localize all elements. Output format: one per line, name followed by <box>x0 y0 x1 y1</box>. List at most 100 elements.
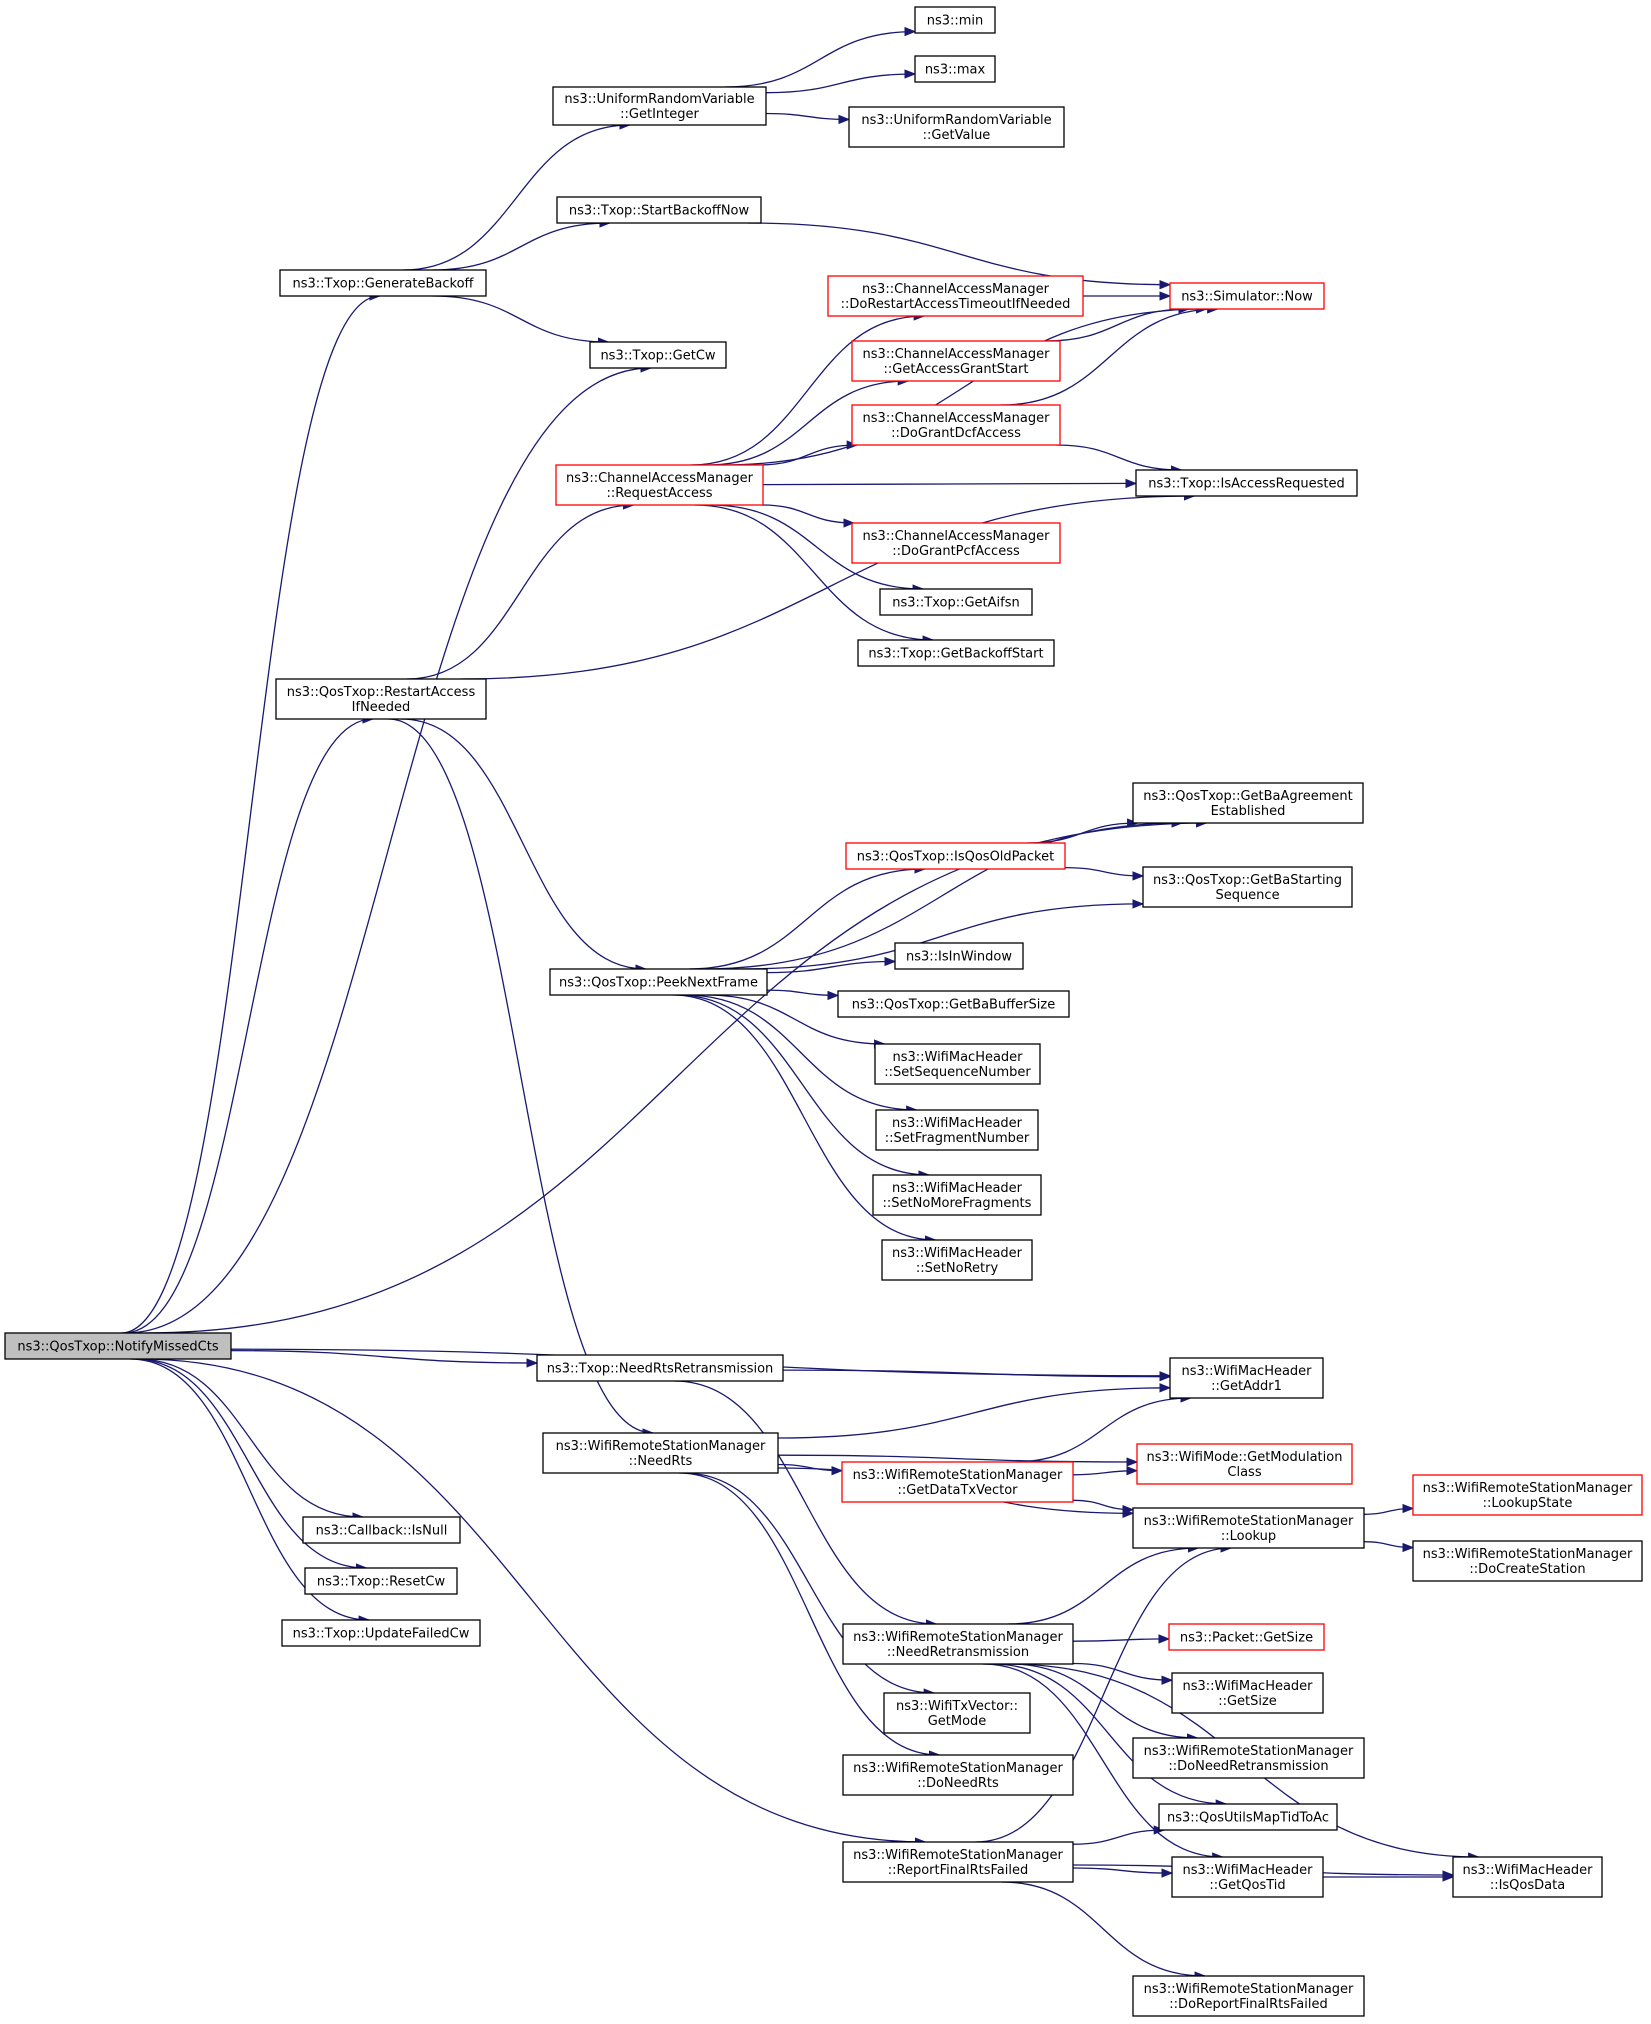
node-label: ns3::WifiMode::GetModulation <box>1147 1450 1343 1465</box>
node-box <box>302 1516 461 1544</box>
edges <box>121 26 1480 1981</box>
node-needRtsRetx[interactable]: ns3::Txop::NeedRtsRetransmission <box>536 1354 784 1382</box>
node-resetCw[interactable]: ns3::Txop::ResetCw <box>304 1567 458 1595</box>
node-label: ns3::ChannelAccessManager <box>566 471 754 486</box>
edge-reqAccess-to-simNow <box>721 304 1208 466</box>
node-setFrag[interactable]: ns3::WifiMacHeader::SetFragmentNumber <box>875 1109 1039 1151</box>
node-startBackoff[interactable]: ns3::Txop::StartBackoffNow <box>556 196 762 224</box>
node-lookup[interactable]: ns3::WifiRemoteStationManager::Lookup <box>1132 1507 1365 1549</box>
node-lookupState[interactable]: ns3::WifiRemoteStationManager::LookupSta… <box>1412 1474 1643 1516</box>
edge-needRetx-to-lookup <box>1008 1543 1200 1625</box>
node-getBaBuf[interactable]: ns3::QosTxop::GetBaBufferSize <box>837 990 1070 1018</box>
node-uniGetVal[interactable]: ns3::UniformRandomVariable::GetValue <box>848 106 1065 148</box>
node-label: ns3::WifiMacHeader <box>1462 1863 1593 1878</box>
node-label: ns3::ChannelAccessManager <box>862 282 1050 297</box>
node-box <box>1168 1623 1325 1651</box>
node-label: ns3::Packet::GetSize <box>1180 1631 1313 1646</box>
node-getCw[interactable]: ns3::Txop::GetCw <box>589 341 727 369</box>
node-label: ns3::WifiMacHeader <box>892 1181 1023 1196</box>
edge-peekNext-to-setFrag <box>684 994 918 1115</box>
node-box <box>281 1619 481 1647</box>
node-label: ::SetNoMoreFragments <box>883 1196 1032 1211</box>
node-genBackoff[interactable]: ns3::Txop::GenerateBackoff <box>279 269 487 297</box>
node-box <box>845 842 1066 870</box>
node-max[interactable]: ns3::max <box>914 55 996 83</box>
node-getAifsn[interactable]: ns3::Txop::GetAifsn <box>879 588 1033 616</box>
node-label: ns3::QosUtilsMapTidToAc <box>1167 1811 1329 1826</box>
node-box <box>1169 1357 1324 1399</box>
node-box <box>842 1841 1074 1883</box>
node-pktGetSize[interactable]: ns3::Packet::GetSize <box>1168 1623 1325 1651</box>
node-isAccessReq[interactable]: ns3::Txop::IsAccessRequested <box>1135 469 1358 497</box>
node-box <box>1169 282 1325 310</box>
nodes: ns3::QosTxop::NotifyMissedCtsns3::Txop::… <box>4 6 1643 2017</box>
edge-needRts-to-getDataTx <box>777 1463 844 1476</box>
node-label: ns3::UniformRandomVariable <box>861 113 1051 128</box>
edge-uniGetInt-to-min <box>724 26 917 88</box>
node-label: ns3::QosTxop::NotifyMissedCts <box>17 1340 218 1355</box>
edge-reportFinal-to-mapTid <box>1072 1825 1166 1845</box>
node-getAddr1[interactable]: ns3::WifiMacHeader::GetAddr1 <box>1169 1357 1324 1399</box>
node-cbIsNull[interactable]: ns3::Callback::IsNull <box>302 1516 461 1544</box>
node-hdrGetSize[interactable]: ns3::WifiMacHeader::GetSize <box>1171 1672 1324 1714</box>
node-simNow[interactable]: ns3::Simulator::Now <box>1169 282 1325 310</box>
edge-reqAccess-to-getBackoffStart <box>694 504 935 645</box>
node-getDataTx[interactable]: ns3::WifiRemoteStationManager::GetDataTx… <box>841 1461 1074 1503</box>
node-box <box>552 86 767 126</box>
node-isQosData[interactable]: ns3::WifiMacHeader::IsQosData <box>1452 1856 1603 1898</box>
edge-needRts-to-getModClass <box>777 1454 1139 1467</box>
node-label: GetMode <box>928 1714 987 1729</box>
node-box <box>536 1354 784 1382</box>
node-doGrantPcf[interactable]: ns3::ChannelAccessManager::DoGrantPcfAcc… <box>851 522 1061 564</box>
edge-needRetx-to-pktGetSize <box>1072 1634 1171 1644</box>
edge-needRetx-to-hdrGetSize <box>1072 1662 1174 1685</box>
node-min[interactable]: ns3::min <box>914 6 996 34</box>
node-doCreate[interactable]: ns3::WifiRemoteStationManager::DoCreateS… <box>1412 1540 1643 1582</box>
node-label: ns3::WifiMacHeader <box>1182 1863 1313 1878</box>
node-setNoRetry[interactable]: ns3::WifiMacHeader::SetNoRetry <box>881 1239 1033 1281</box>
node-isQosOld[interactable]: ns3::QosTxop::IsQosOldPacket <box>845 842 1066 870</box>
node-getQosTid[interactable]: ns3::WifiMacHeader::GetQosTid <box>1171 1856 1324 1898</box>
node-isInWindow[interactable]: ns3::IsInWindow <box>894 942 1024 970</box>
edge-doGrantDcf-to-isAccessReq <box>1056 444 1183 475</box>
node-uniGetInt[interactable]: ns3::UniformRandomVariable::GetInteger <box>552 86 767 126</box>
node-label: ::SetFragmentNumber <box>885 1131 1030 1146</box>
node-label: ns3::WifiRemoteStationManager <box>1144 1744 1354 1759</box>
node-reqAccess[interactable]: ns3::ChannelAccessManager::RequestAccess <box>555 464 764 506</box>
edge-root-to-needRtsRetx <box>230 1349 539 1368</box>
node-box <box>875 1109 1039 1151</box>
node-label: Sequence <box>1215 888 1279 903</box>
node-doGrantDcf[interactable]: ns3::ChannelAccessManager::DoGrantDcfAcc… <box>851 404 1061 446</box>
node-root[interactable]: ns3::QosTxop::NotifyMissedCts <box>4 1332 232 1360</box>
node-getMode[interactable]: ns3::WifiTxVector::GetMode <box>883 1692 1031 1734</box>
edge-uniGetInt-to-uniGetVal <box>765 112 851 125</box>
node-doNeedRts[interactable]: ns3::WifiRemoteStationManager::DoNeedRts <box>842 1754 1074 1796</box>
node-needRetx[interactable]: ns3::WifiRemoteStationManager::NeedRetra… <box>842 1623 1074 1665</box>
node-box <box>1171 1856 1324 1898</box>
node-setNoMore[interactable]: ns3::WifiMacHeader::SetNoMoreFragments <box>872 1174 1042 1216</box>
edge-isQosOld-to-getBaStart <box>1064 866 1145 881</box>
edge-getDataTx-to-getModClass <box>1072 1466 1139 1476</box>
node-setSeq[interactable]: ns3::WifiMacHeader::SetSequenceNumber <box>874 1043 1041 1085</box>
node-updFailedCw[interactable]: ns3::Txop::UpdateFailedCw <box>281 1619 481 1647</box>
edge-needRtsRetx-to-getAddr1 <box>782 1369 1172 1382</box>
node-peekNext[interactable]: ns3::QosTxop::PeekNextFrame <box>549 968 768 996</box>
edge-root-to-resetCw <box>132 1358 368 1573</box>
edge-peekNext-to-setNoRetry <box>672 994 937 1245</box>
node-getGrantStart[interactable]: ns3::ChannelAccessManager::GetAccessGran… <box>851 340 1061 382</box>
node-label: ns3::WifiRemoteStationManager <box>1144 1982 1354 1997</box>
node-doReportFinal[interactable]: ns3::WifiRemoteStationManager::DoReportF… <box>1132 1975 1365 2017</box>
node-getBackoffStart[interactable]: ns3::Txop::GetBackoffStart <box>857 639 1055 667</box>
node-doNeedRetx[interactable]: ns3::WifiRemoteStationManager::DoNeedRet… <box>1132 1737 1365 1779</box>
node-needRts[interactable]: ns3::WifiRemoteStationManager::NeedRts <box>542 1432 779 1474</box>
node-box <box>842 1623 1074 1665</box>
node-mapTid[interactable]: ns3::QosUtilsMapTidToAc <box>1158 1803 1338 1831</box>
node-reportFinal[interactable]: ns3::WifiRemoteStationManager::ReportFin… <box>842 1841 1074 1883</box>
node-doRestart[interactable]: ns3::ChannelAccessManager::DoRestartAcce… <box>827 275 1084 317</box>
node-box <box>914 6 996 34</box>
